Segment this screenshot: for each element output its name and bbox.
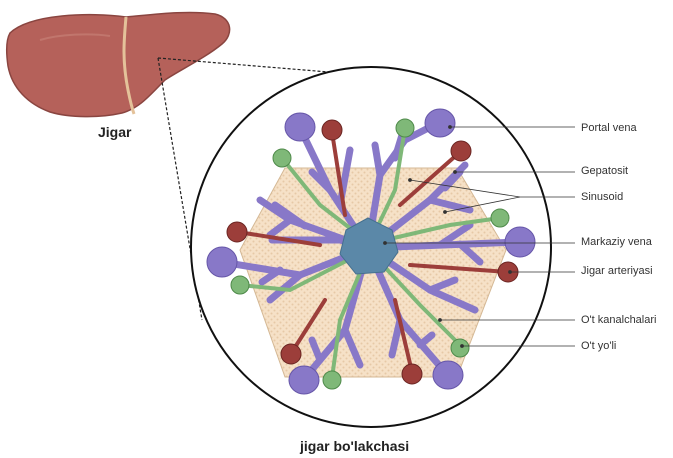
label-hepatocyte: Gepatosit [581, 165, 628, 177]
label-hepatic-artery: Jigar arteriyasi [581, 265, 653, 277]
label-central-vein: Markaziy vena [581, 236, 652, 248]
label-portal-vein: Portal vena [581, 122, 637, 134]
lobule-caption: jigar bo'lakchasi [300, 438, 409, 454]
label-sinusoid: Sinusoid [581, 191, 623, 203]
label-bile-duct: O't yo'li [581, 340, 616, 352]
liver-illustration [7, 12, 230, 116]
label-bile-canaliculi: O't kanalchalari [581, 314, 656, 326]
liver-caption: Jigar [98, 124, 131, 140]
